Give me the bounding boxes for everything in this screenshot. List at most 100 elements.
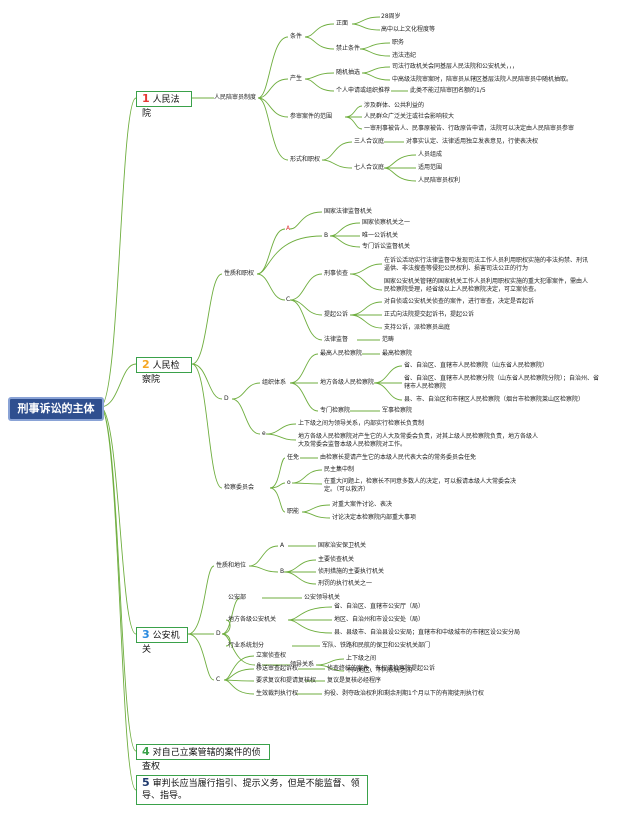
- branch-title: 人民法院: [142, 95, 180, 119]
- node-generation: 产生: [290, 75, 303, 82]
- node-police-e: e: [257, 661, 261, 668]
- node-police-a-value: 国家治安保卫机关: [318, 542, 367, 549]
- node-function: 职能: [287, 508, 300, 515]
- node-leadership-1: 上下级之间: [346, 655, 377, 662]
- branch-title: 人民检察院: [142, 361, 180, 385]
- node-prosecution-1: 对自侦或公安机关侦查的案件，进行审查，决定是否起诉: [384, 298, 535, 305]
- node-random-1: 司法行政机关会同基层人民法院和公安机关，，，: [392, 63, 519, 70]
- node-local-3: 县、市、自治区和市辖区人民检察院（烟台市检察院莱山区检察院）: [404, 396, 585, 403]
- node-police-c: C: [216, 676, 221, 683]
- node-appointment-value: 由检察长提请产生它的本级人民代表大会的常务委员会任免: [320, 454, 477, 461]
- node-prosecution: 提起公诉: [324, 311, 349, 318]
- node-supreme-value: 最高检察院: [382, 350, 413, 357]
- node-police-local-2: 地区、自治州和市设公安处（局）: [334, 616, 425, 623]
- node-local: 地方各级人民检察院: [320, 379, 375, 386]
- node-apply-limit: 此类不能过陪审团名额的1/5: [410, 87, 486, 94]
- node-investigation-2: 国家公安机关管辖的国家机关工作人员利用职权实施的重大犯罪案件，需由人民检察院受理…: [384, 278, 589, 293]
- node-supreme: 最高人民检察院: [320, 350, 363, 357]
- node-special-value: 军事检察院: [382, 407, 413, 414]
- branch-number: 5: [142, 776, 150, 789]
- node-scope-2: 人民群众广泛关注或社会影响较大: [364, 113, 455, 120]
- node-police-a: A: [280, 542, 285, 549]
- node-c-4-value: 拘役、剥夺政治权利和剩余刑期1个月以下的有期徒刑执行权: [324, 690, 484, 697]
- branch-number: 1: [142, 92, 150, 105]
- node-mps-value: 公安领导机关: [304, 594, 341, 601]
- branch-title: 审判长应当履行指引、提示义务，但是不能监督、领导、指导。: [142, 779, 360, 801]
- node-c-2-value: 侦查终结的案件，有权请检察院提起公诉: [327, 665, 436, 672]
- node-mps: 公安部: [228, 594, 247, 601]
- node-c-4: 生效裁判执行权: [256, 690, 299, 697]
- node-legal-supervision-scope: 范畴: [382, 336, 395, 343]
- node-c: C: [286, 296, 291, 303]
- node-b-3: 专门诉讼监督机关: [362, 243, 411, 250]
- node-d: D: [224, 395, 229, 402]
- node-duty: 职务: [392, 39, 405, 46]
- node-form: 形式和职权: [290, 156, 321, 163]
- node-nature: 性质和职权: [224, 270, 255, 277]
- node-prosecution-3: 支持公诉，派检察员出庭: [384, 324, 451, 331]
- node-conditions: 条件: [290, 33, 303, 40]
- node-prosecution-2: 正式向法院提交起诉书，提起公诉: [384, 311, 475, 318]
- node-investigation-1: 在诉讼活动实行法律监督中发现司法工作人员利用职权实施的非法拘禁、刑讯逼供、非法搜…: [384, 257, 589, 272]
- node-investigation: 刑事侦查: [324, 270, 349, 277]
- node-violation: 违法违纪: [392, 52, 417, 59]
- node-seven-3: 人民陪审员权利: [418, 177, 461, 184]
- node-seven-panel: 七人合议庭: [354, 164, 385, 171]
- node-special: 专门检察院: [320, 407, 351, 414]
- node-c-3-value: 复议是复核必经程序: [327, 677, 382, 684]
- node-prohibited: 禁止条件: [336, 45, 361, 52]
- node-appointment: 任免: [287, 454, 300, 461]
- node-police-local: 地方各级公安机关: [228, 616, 277, 623]
- node-police-local-1: 省、自治区、直辖市公安厅（局）: [334, 603, 425, 610]
- node-b-2: 唯一公诉机关: [362, 232, 399, 239]
- node-c-2: 移送审查起诉权: [256, 665, 299, 672]
- node-e-1: 上下级之间为领导关系，内部实行检察长负责制: [298, 420, 425, 427]
- node-education: 高中以上文化程度等: [381, 26, 436, 33]
- node-committee: 检察委员会: [224, 484, 255, 491]
- node-c-3: 要求复议和提请复核权: [256, 677, 317, 684]
- node-age: 28周岁: [381, 13, 401, 20]
- node-random-2: 中高级法院审案时，陪审员从辖区基层法院人民陪审员中随机抽取。: [392, 76, 573, 83]
- node-juror-system: 人民陪审员制度: [214, 94, 257, 101]
- branch-number: 4: [142, 745, 150, 758]
- node-three-panel: 三人合议庭: [354, 138, 385, 145]
- node-positive: 正面: [336, 20, 349, 27]
- node-b-1: 国家侦察机关之一: [362, 219, 411, 226]
- node-industry: 行业系统划分: [228, 642, 265, 649]
- node-a: A: [286, 225, 291, 232]
- node-scope-3: 一审刑事被告人、民事原被告、行政原告申请，法院可以决定由人民陪审员参审: [364, 125, 575, 132]
- node-seven-2: 适用范围: [418, 164, 443, 171]
- node-o-2: 在重大问题上，检察长不同意多数人的决定，可以报请本级人大常委会决定。（可以救济）: [324, 478, 517, 493]
- node-function-2: 讨论决定本检察院内部重大事项: [332, 514, 417, 521]
- node-a-value: 国家法律监督机关: [324, 208, 373, 215]
- node-random: 随机抽选: [336, 69, 361, 76]
- node-org-system: 组织体系: [262, 379, 287, 386]
- node-scope-1: 涉及群体、公共利益的: [364, 102, 425, 109]
- node-seven-1: 人员组成: [418, 151, 443, 158]
- branch-number: 2: [142, 358, 150, 371]
- node-leadership: 领导关系: [290, 661, 315, 668]
- node-industry-value: 军队、铁路和民航的保卫和公安机关部门: [322, 642, 431, 649]
- node-o: o: [287, 479, 291, 486]
- node-leadership-2: 不同地区、不同系统之间: [346, 667, 413, 674]
- node-local-2: 省、自治区、直辖市人民检察分院（山东省人民检察院分院）；自治州、省辖市人民检察院: [404, 375, 600, 390]
- node-police-b-1: 主要侦查机关: [318, 556, 355, 563]
- node-police-b-3: 刑罚的执行机关之一: [318, 580, 373, 587]
- node-function-1: 对重大案件讨论、表决: [332, 501, 393, 508]
- node-local-1: 省、自治区、直辖市人民检察院（山东省人民检察院）: [404, 362, 549, 369]
- root-node: 刑事诉讼的主体: [8, 397, 104, 421]
- node-o-1: 民主集中制: [324, 466, 355, 473]
- node-e-2: 地方各级人民检察院对产生它的人大及常委会负责，对其上级人民检察院负责，地方各级人…: [298, 433, 539, 448]
- node-scope: 参审案件的范围: [290, 113, 333, 120]
- node-police-b-2: 侦刑措施的主要执行机关: [318, 568, 385, 575]
- node-police-local-3: 县、县级市、自治县设公安局；直辖市和中级城市的市辖区设公安分局: [334, 629, 521, 636]
- node-b: B: [324, 232, 329, 239]
- node-c-1: 立案侦查权: [256, 652, 287, 659]
- node-legal-supervision: 法律监督: [324, 336, 349, 343]
